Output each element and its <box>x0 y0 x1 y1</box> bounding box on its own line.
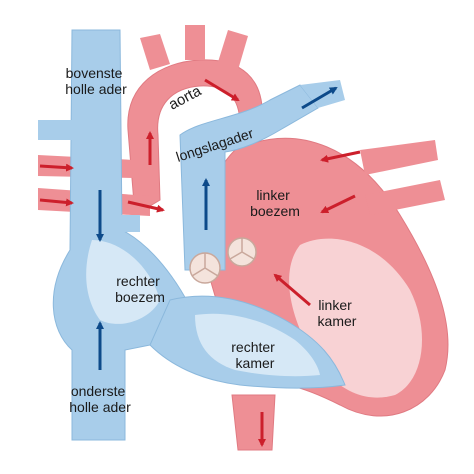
label-superior-vena-cava-line1: bovenste <box>66 65 123 81</box>
svg-text:linker boezem: linker boezem <box>250 187 300 219</box>
right-ventricle-chamber <box>195 313 320 377</box>
pulmonary-vein-right-top <box>360 140 438 175</box>
arrow-pulmonary-branch <box>301 86 338 110</box>
label-right-atrium-line2: boezem <box>115 289 165 305</box>
svg-text:onderste holle ader: onderste holle ader <box>69 383 131 415</box>
label-right-ventricle-line2: kamer <box>236 355 275 371</box>
svg-text:bovenste holle ader: bovenste holle ader <box>65 65 127 97</box>
arrow-aorta-arch <box>204 78 240 102</box>
label-left-atrium-line1: linker <box>256 187 290 203</box>
arrow-pulm-vein-left-top <box>39 163 74 172</box>
aorta-branch-1 <box>140 34 170 70</box>
arrow-pulm-vein-left-bottom <box>39 198 74 207</box>
label-left-ventricle-line2: kamer <box>318 313 357 329</box>
vein-branch-left-top <box>38 120 72 140</box>
aortic-valve <box>227 237 257 267</box>
label-left-ventricle-line1: linker <box>318 297 352 313</box>
label-left-atrium-line2: boezem <box>250 203 300 219</box>
svg-text:rechter boezem: rechter boezem <box>115 273 165 305</box>
aorta-branch-3 <box>218 30 248 70</box>
arrow-to-left-atrium-1 <box>127 200 165 213</box>
svg-text:linker kamer: linker kamer <box>318 297 357 329</box>
right-atrium-chamber <box>86 240 160 324</box>
vein-branch-left-mid <box>120 215 140 232</box>
aorta-branch-2 <box>185 25 205 60</box>
label-inferior-vena-cava-line1: onderste <box>71 383 126 399</box>
descending-aorta <box>231 394 276 451</box>
label-right-ventricle-line1: rechter <box>231 339 275 355</box>
pulmonary-vein-right-bottom <box>365 180 445 215</box>
svg-text:rechter kamer: rechter kamer <box>231 339 278 371</box>
arrow-pulm-vein-right-bottom <box>320 194 356 214</box>
label-inferior-vena-cava-line2: holle ader <box>69 399 131 415</box>
arrow-left-ventricle <box>273 273 311 307</box>
pulmonary-valve <box>189 252 221 284</box>
label-superior-vena-cava-line2: holle ader <box>65 81 127 97</box>
label-right-atrium-line1: rechter <box>116 273 160 289</box>
arrow-pulm-vein-right-top <box>320 150 361 163</box>
